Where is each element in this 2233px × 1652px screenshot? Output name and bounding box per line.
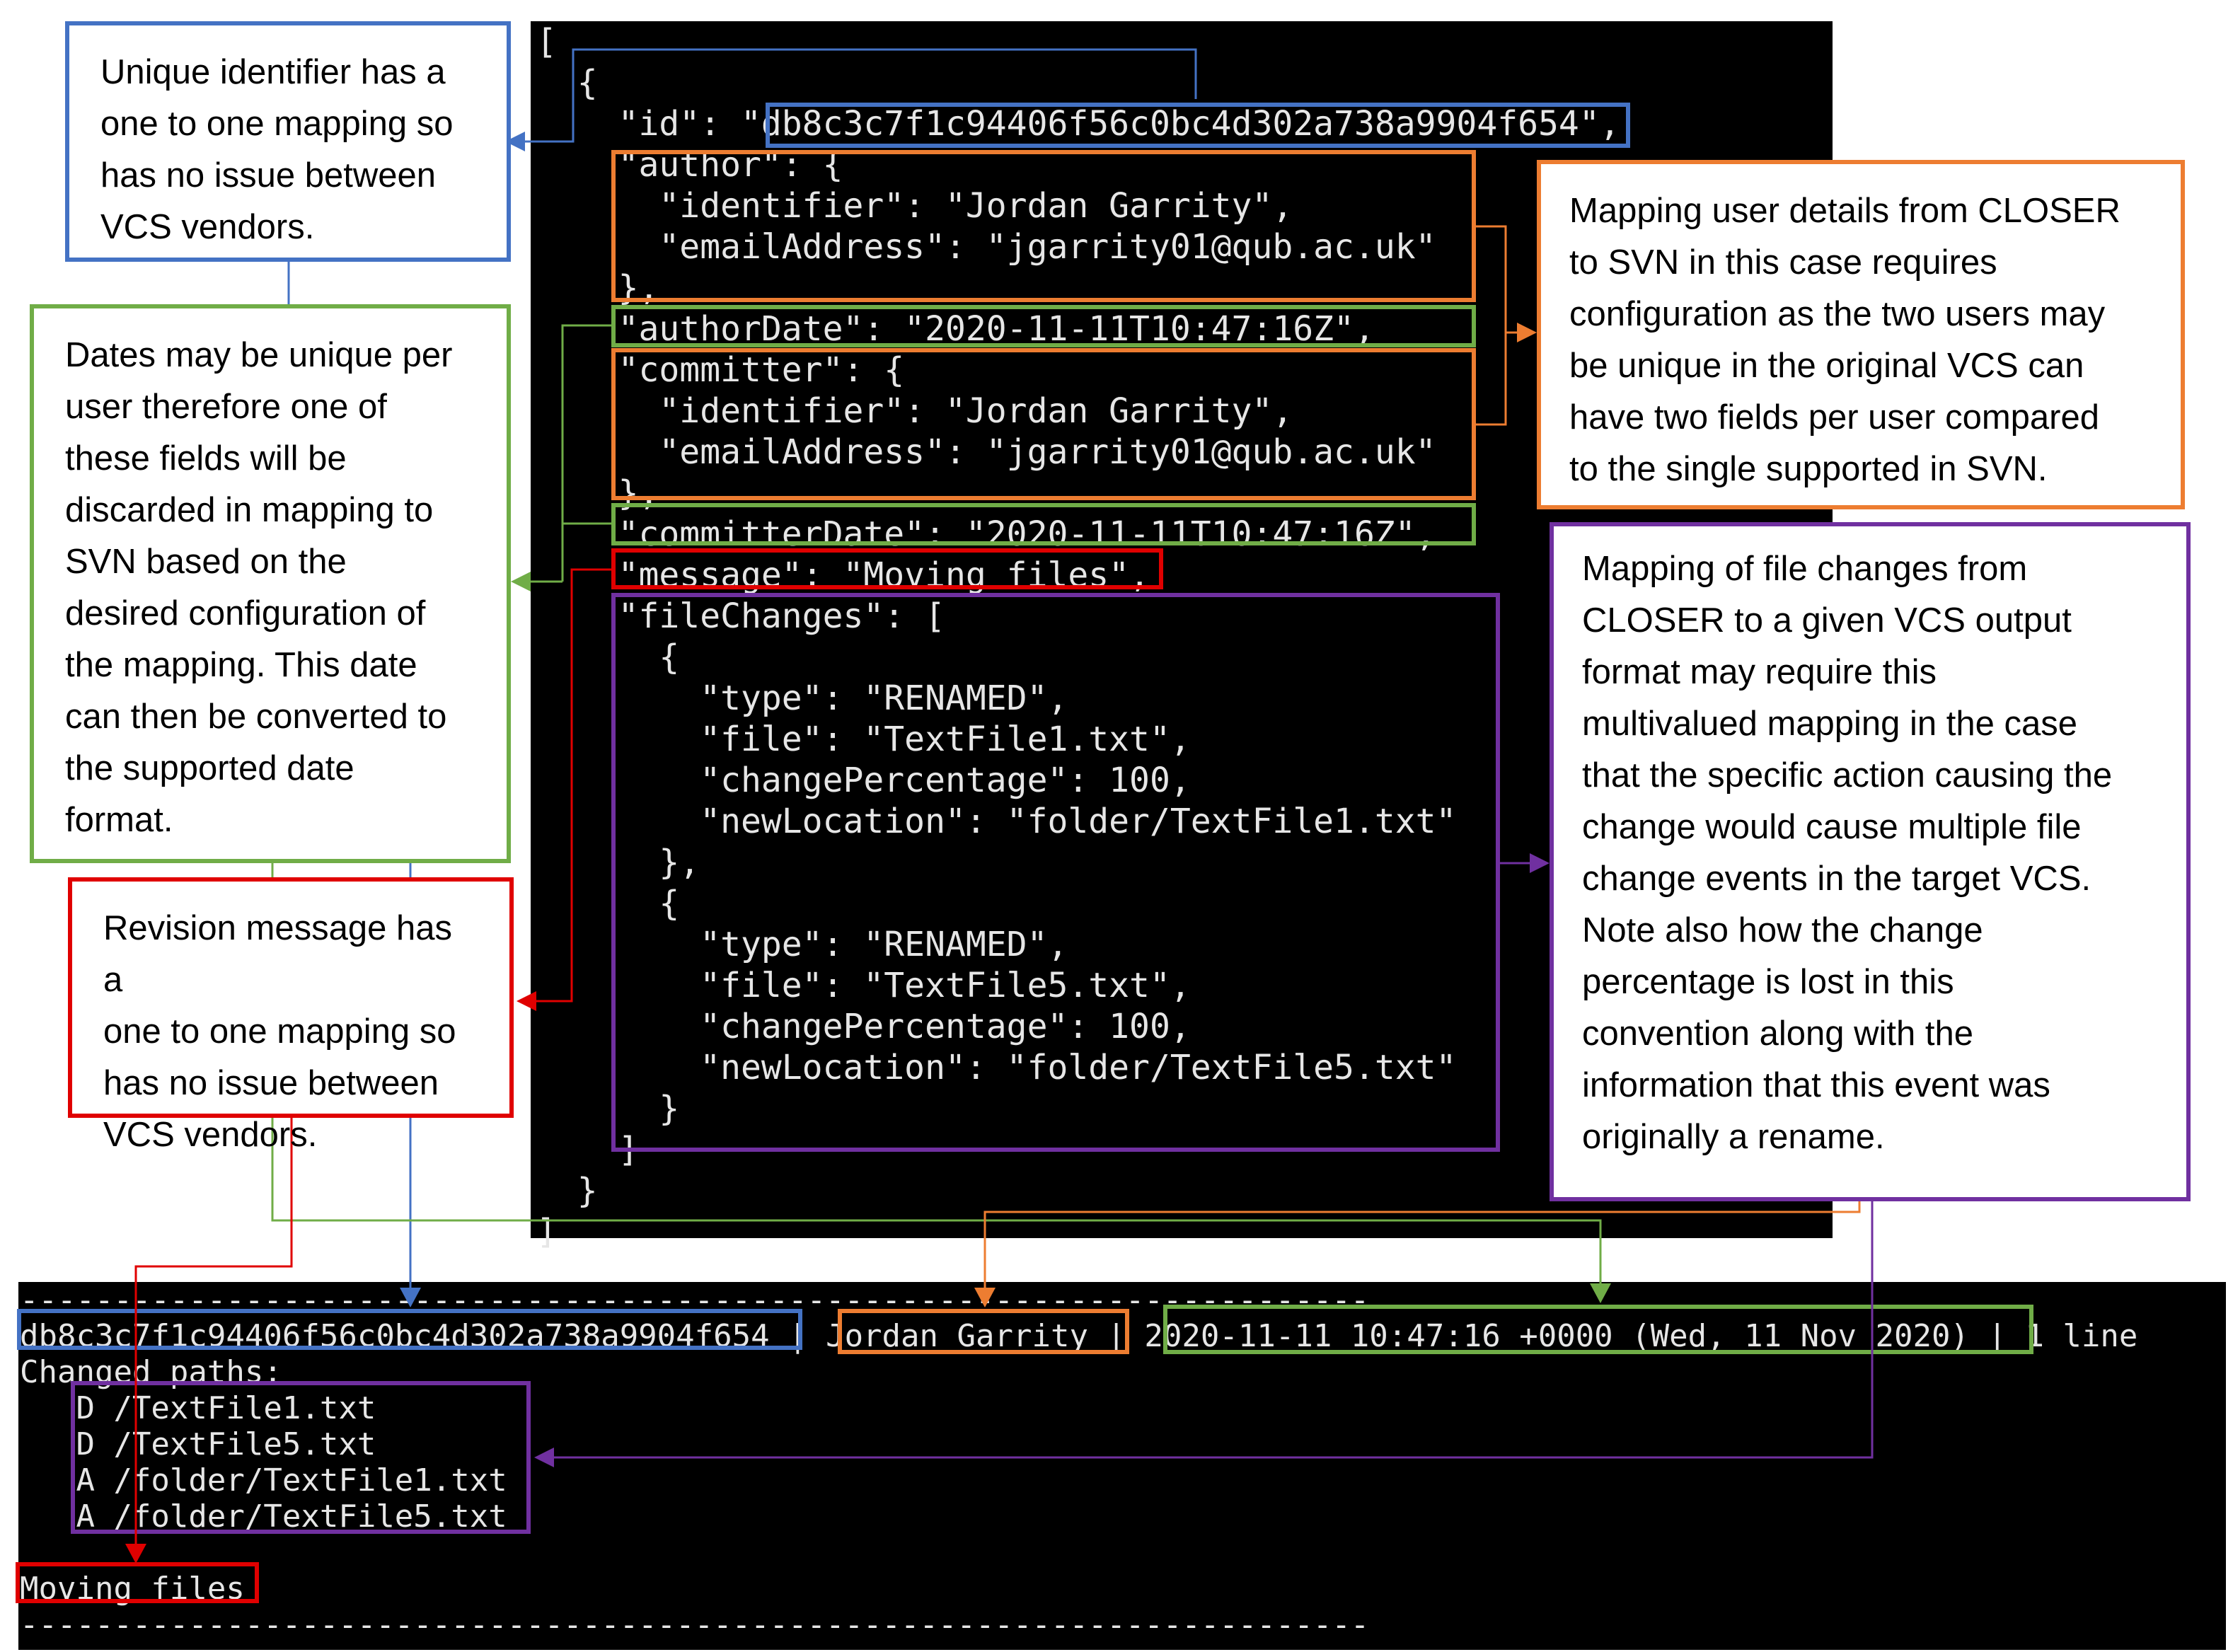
- log-line: ----------------------------------------…: [20, 1607, 1370, 1643]
- code-line: },: [536, 843, 700, 882]
- callout-line: Mapping of file changes from: [1582, 550, 2028, 588]
- json-code: [ { "id": "db8c3c7f1c94406f56c0bc4d302a7…: [536, 21, 1620, 1252]
- code-line: {: [536, 884, 680, 923]
- code-line: {: [536, 63, 598, 103]
- arrowhead-dates-callout: [511, 572, 531, 591]
- code-line: "changePercentage": 100,: [536, 1007, 1191, 1046]
- log-line: A /folder/TextFile1.txt: [20, 1462, 507, 1498]
- log-line: db8c3c7f1c94406f56c0bc4d302a738a9904f654…: [20, 1318, 2138, 1354]
- callout-line: VCS vendors.: [100, 208, 315, 246]
- code-line: "emailAddress": "jgarrity01@qub.ac.uk": [536, 227, 1436, 267]
- callout-line: format.: [65, 801, 173, 839]
- callout-line: these fields will be: [65, 439, 347, 478]
- callout-line: configuration as the two users may: [1569, 295, 2106, 333]
- callout-line: Unique identifier has a: [100, 53, 446, 91]
- callout-line: have two fields per user compared: [1569, 398, 2099, 437]
- callout-line: to SVN in this case requires: [1569, 243, 1997, 282]
- code-line: "identifier": "Jordan Garrity",: [536, 186, 1293, 226]
- callout-line: multivalued mapping in the case: [1582, 705, 2078, 743]
- code-line: "author": {: [536, 145, 843, 185]
- log-line: A /folder/TextFile5.txt: [20, 1498, 507, 1535]
- callout-line: VCS vendors.: [103, 1116, 318, 1154]
- callout-line: Revision message has a: [103, 909, 452, 999]
- callout-line: convention along with the: [1582, 1015, 1973, 1053]
- callout-line: user therefore one of: [65, 388, 387, 426]
- dates-mapping-callout: Dates may be unique per user therefore o…: [30, 304, 511, 863]
- callout-line: the supported date: [65, 749, 354, 787]
- code-line: },: [536, 473, 659, 513]
- callout-line: change would cause multiple file: [1582, 808, 2082, 846]
- log-line: D /TextFile5.txt: [20, 1426, 376, 1462]
- callout-line: Note also how the change: [1582, 911, 1983, 949]
- callout-line: Dates may be unique per: [65, 336, 453, 374]
- callout-line: discarded in mapping to: [65, 491, 434, 529]
- code-line: "changePercentage": 100,: [536, 761, 1191, 800]
- callout-line: has no issue between: [100, 156, 436, 195]
- callout-line: can then be converted to: [65, 698, 447, 736]
- callout-line: one to one mapping so: [103, 1012, 456, 1051]
- id-mapping-callout: Unique identifier has a one to one mappi…: [65, 21, 511, 262]
- code-line: "newLocation": "folder/TextFile5.txt": [536, 1048, 1457, 1087]
- message-mapping-callout: Revision message has a one to one mappin…: [68, 877, 514, 1154]
- callout-line: format may require this: [1582, 653, 1937, 691]
- code-line: "emailAddress": "jgarrity01@qub.ac.uk": [536, 432, 1436, 472]
- code-line: },: [536, 268, 659, 308]
- code-line: "committerDate": "2020-11-11T10:47:16Z",: [536, 514, 1436, 554]
- callout-line: SVN based on the: [65, 543, 347, 581]
- code-line: ]: [536, 1212, 557, 1252]
- user-mapping-callout: Mapping user details from CLOSER to SVN …: [1537, 160, 2185, 509]
- svn-log-terminal: ----------------------------------------…: [18, 1282, 2226, 1650]
- log-line: ----------------------------------------…: [20, 1282, 1370, 1318]
- code-line: "type": "RENAMED",: [536, 925, 1068, 964]
- code-line: "newLocation": "folder/TextFile1.txt": [536, 802, 1457, 841]
- code-line: {: [536, 637, 680, 677]
- callout-line: CLOSER to a given VCS output: [1582, 601, 2072, 640]
- code-line: "message": "Moving files",: [536, 555, 1150, 595]
- file-changes-mapping-callout: Mapping of file changes from CLOSER to a…: [1550, 522, 2191, 1201]
- code-line: }: [536, 1089, 680, 1128]
- code-line: "identifier": "Jordan Garrity",: [536, 391, 1293, 431]
- code-line: "authorDate": "2020-11-11T10:47:16Z",: [536, 309, 1375, 349]
- svn-log-output: ----------------------------------------…: [20, 1282, 2137, 1643]
- callout-line: desired configuration of: [65, 594, 426, 633]
- code-line: "committer": {: [536, 350, 905, 390]
- log-line: Changed paths:: [20, 1354, 282, 1390]
- callout-line: percentage is lost in this: [1582, 963, 1954, 1001]
- callout-line: to the single supported in SVN.: [1569, 450, 2048, 488]
- code-line: "file": "TextFile1.txt",: [536, 720, 1191, 759]
- callout-line: information that this event was: [1582, 1066, 2050, 1104]
- callout-line: has no issue between: [103, 1064, 439, 1102]
- code-line: }: [536, 1171, 598, 1211]
- callout-line: change events in the target VCS.: [1582, 860, 2091, 898]
- code-line: "fileChanges": [: [536, 596, 945, 636]
- code-line: ]: [536, 1130, 639, 1169]
- code-line: [: [536, 22, 557, 62]
- log-line: D /TextFile1.txt: [20, 1390, 376, 1426]
- callout-line: originally a rename.: [1582, 1118, 1885, 1156]
- code-line: "type": "RENAMED",: [536, 678, 1068, 718]
- callout-line: that the specific action causing the: [1582, 756, 2113, 795]
- callout-line: the mapping. This date: [65, 646, 417, 684]
- code-line: "id": "db8c3c7f1c94406f56c0bc4d302a738a9…: [536, 104, 1620, 144]
- callout-line: Mapping user details from CLOSER: [1569, 192, 2121, 230]
- log-line: Moving files: [20, 1571, 245, 1607]
- callout-line: be unique in the original VCS can: [1569, 347, 2084, 385]
- code-line: "file": "TextFile5.txt",: [536, 966, 1191, 1005]
- callout-line: one to one mapping so: [100, 105, 454, 143]
